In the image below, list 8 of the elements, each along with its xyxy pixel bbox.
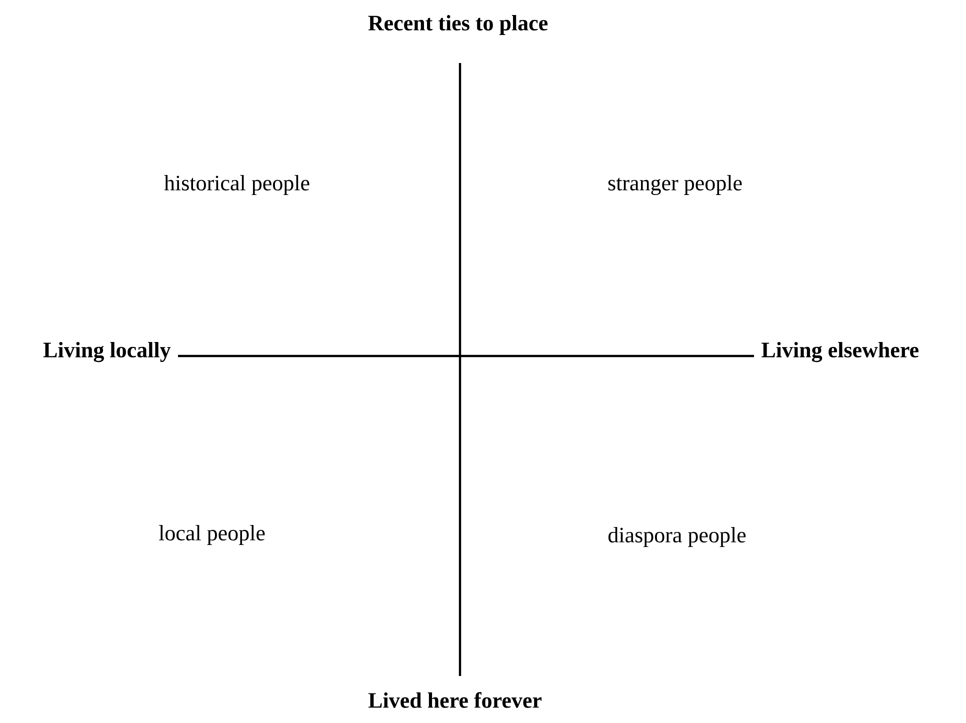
axis-label: Living elsewhere xyxy=(762,342,918,362)
axis-label: Recent ties to place xyxy=(368,15,548,35)
quadrant-label: stranger people xyxy=(608,175,742,196)
axis-label: Lived here forever xyxy=(368,692,542,708)
quadrant-label: diaspora people xyxy=(608,527,746,547)
quadrant-label: historical people xyxy=(164,175,310,195)
quadrant-label: local people xyxy=(159,525,265,545)
axis-label: Living locally xyxy=(43,342,171,362)
